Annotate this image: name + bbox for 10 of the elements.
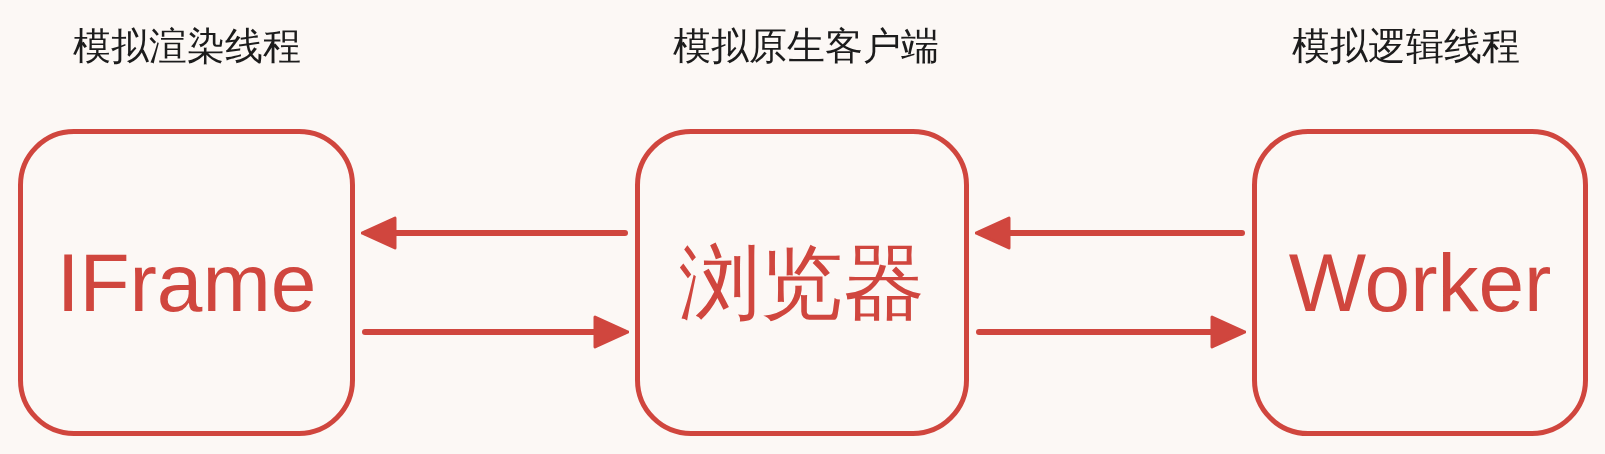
box-heading: 模拟渲染线程 — [72, 23, 301, 69]
box-label: Worker — [1288, 235, 1552, 330]
box-heading: 模拟逻辑线程 — [1292, 23, 1520, 69]
arrow — [360, 216, 628, 250]
box-heading: 模拟原生客户端 — [673, 23, 939, 69]
arrow — [976, 315, 1247, 349]
box-label: 浏览器 — [679, 235, 925, 330]
arrow — [362, 315, 630, 349]
arrow — [974, 216, 1245, 250]
box-label: IFrame — [56, 235, 317, 330]
